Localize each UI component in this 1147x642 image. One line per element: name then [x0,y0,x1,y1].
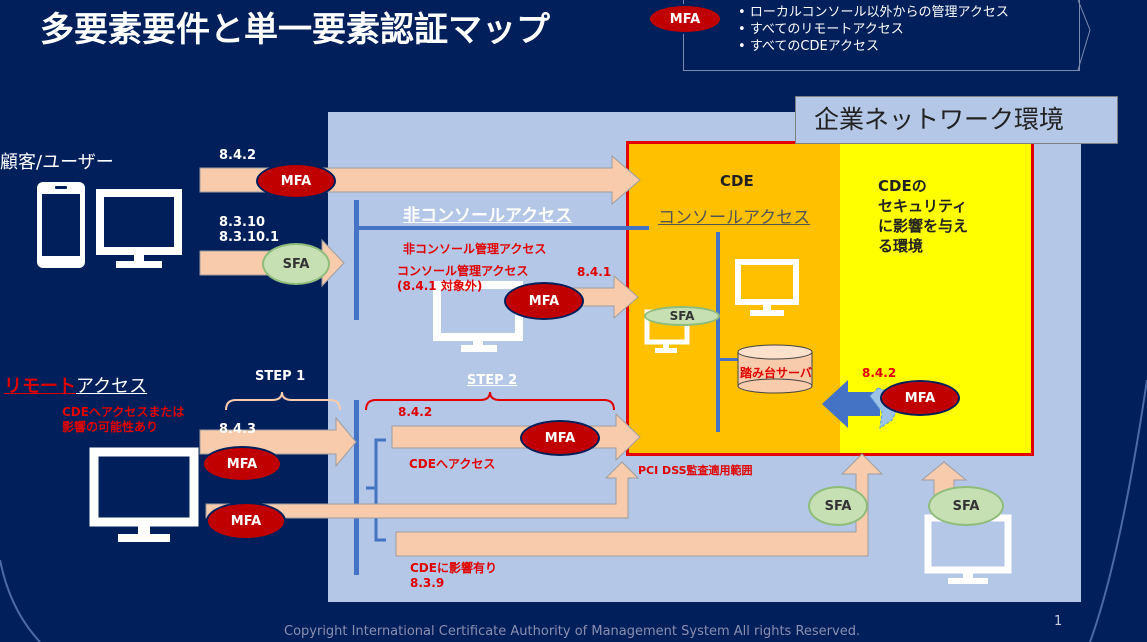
jump-server-label: 踏み台サーバ [740,366,812,380]
cde-label: CDE [720,172,754,190]
sfa-badge: SFA [928,486,1004,526]
remote-access-label: リモートアクセス [4,372,147,398]
monitor-icon [89,447,199,542]
step1-label: STEP 1 [255,369,306,384]
legend-box [683,0,1080,71]
network-label: 企業ネットワーク環境 [795,96,1118,144]
mfa-badge: MFA [504,282,584,320]
monitor-icon [924,514,1012,584]
database-icon [737,344,813,394]
req-841-label: 8.4.1 [577,265,612,279]
sfa-badge: SFA [808,486,868,526]
non-console-admin-label: 非コンソール管理アクセス [403,242,547,256]
monitor-icon [735,259,799,316]
console-admin-label: コンソール管理アクセス (8.4.1 対象外) [397,264,529,293]
page-number: 1 [1054,614,1063,629]
legend-item: すべてのCDEアクセス [738,38,1009,55]
copyright-footer: Copyright International Certificate Auth… [284,624,861,639]
step2-label: STEP 2 [467,373,518,388]
affects-cde-label: CDEに影響有り 8.3.9 [410,561,497,590]
legend-item: ローカルコンソール以外からの管理アクセス [738,4,1009,21]
remote-note: CDEへアクセスまたは 影響の可能性あり [62,405,185,434]
to-cde-label: CDEへアクセス [409,457,496,471]
mfa-badge: MFA [256,163,336,199]
legend-list: ローカルコンソール以外からの管理アクセス すべてのリモートアクセス すべてのCD… [738,4,1009,55]
req-843-label: 8.4.3 [219,422,257,437]
cde-zone [628,143,840,456]
req-8310-label: 8.3.10 8.3.10.1 [219,215,280,245]
sfa-badge: SFA [644,306,720,326]
mfa-badge: MFA [880,380,960,416]
req-842-step2-label: 8.4.2 [398,405,433,419]
mfa-badge: MFA [202,446,282,482]
remote-label-rest: アクセス [76,376,148,397]
req-842-label: 8.4.2 [219,148,257,163]
legend-item: すべてのリモートアクセス [738,21,1009,38]
legend-mfa-badge: MFA [648,4,722,34]
non-console-access-label: 非コンソールアクセス [403,206,573,226]
sfa-badge: SFA [262,243,330,285]
affect-environment-label: CDEの セキュリティ に影響を与え る環境 [878,177,969,255]
mfa-badge: MFA [206,502,286,540]
customer-label: 顧客/ユーザー [0,152,114,173]
page-title: 多要素要件と単一要素認証マップ [40,10,550,50]
req-842-jump-label: 8.4.2 [862,366,897,380]
console-access-label: コンソールアクセス [658,208,811,228]
remote-label-red: リモート [4,376,76,397]
pci-scope-label: PCI DSS監査適用範囲 [638,464,753,477]
mfa-badge: MFA [520,420,600,456]
monitor-icon [96,189,182,268]
